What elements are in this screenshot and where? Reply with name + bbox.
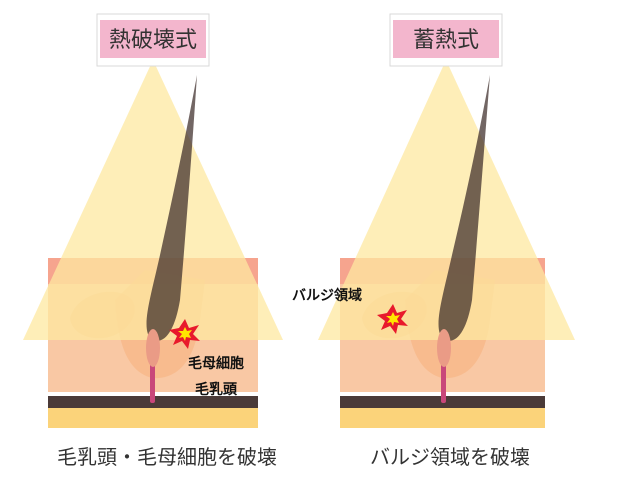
title-box-fill	[100, 20, 206, 58]
explosion-burst-icon	[169, 319, 200, 349]
panel-title-heat-destruction: 熱破壊式	[109, 28, 197, 53]
panel-heat-destruction: 毛母細胞 毛乳頭 熱破壊式 毛乳頭・毛母細胞を破壊	[23, 13, 283, 469]
blood-vessel	[441, 355, 446, 403]
panel-title-heat-storage: 蓄熱式	[413, 28, 479, 53]
hair-shaft	[438, 75, 490, 341]
caption-heat-storage: バルジ領域を破壊	[370, 445, 530, 469]
label-bulge-region: バルジ領域	[292, 287, 362, 304]
blood-vessel	[150, 355, 155, 403]
hair-shaft	[146, 75, 197, 341]
light-cone	[23, 60, 283, 340]
title-box-fill	[393, 20, 499, 58]
panel-heat-storage: バルジ領域 蓄熱式 バルジ領域を破壊	[292, 13, 575, 469]
fat-layer	[48, 408, 258, 428]
dermal-papilla	[146, 329, 160, 367]
label-dermal-papilla: 毛乳頭	[195, 381, 238, 398]
caption-heat-destruction: 毛乳頭・毛母細胞を破壊	[57, 445, 277, 469]
label-hair-matrix-cells: 毛母細胞	[188, 355, 244, 372]
explosion-burst-icon	[377, 304, 408, 334]
light-cone	[318, 60, 575, 340]
dermal-papilla	[437, 329, 451, 367]
fat-layer	[340, 408, 545, 428]
